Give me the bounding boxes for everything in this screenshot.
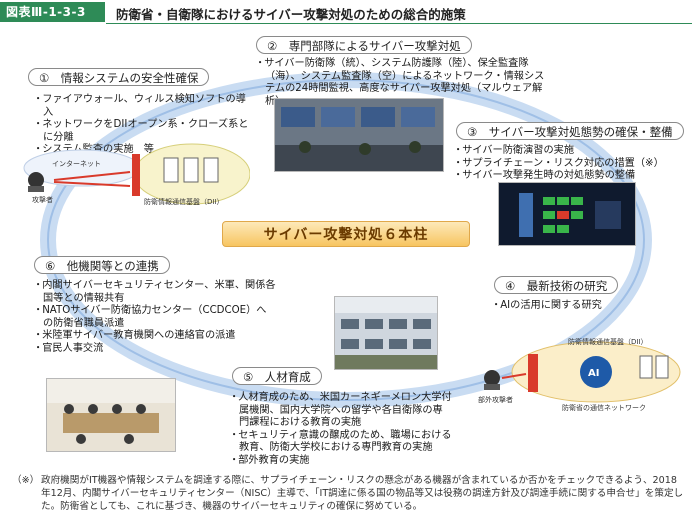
server-icon bbox=[656, 356, 668, 378]
section-5-bullets: 人材育成のため、米国カーネギーメロン大学付属機関、国内大学院への留学や各自衛隊の… bbox=[232, 392, 452, 468]
section-4-bullets: AIの活用に関する研究 bbox=[494, 300, 684, 313]
section-4-bullet: AIの活用に関する研究 bbox=[494, 300, 684, 313]
server-icon bbox=[184, 158, 198, 182]
internet-label: インターネット bbox=[52, 159, 101, 168]
section-6-title: ⑥ 他機関等との連携 bbox=[34, 256, 170, 274]
section-1-title: ① 情報システムの安全性確保 bbox=[28, 68, 209, 86]
section-3-bullets: サイバー防衛演習の実施 サプライチェーン・リスク対応の措置（※） サイバー攻撃発… bbox=[456, 145, 684, 183]
external-attacker-label: 部外攻撃者 bbox=[478, 395, 513, 404]
operations-room-photo bbox=[274, 98, 444, 172]
six-pillars-label: サイバー攻撃対処６本柱 bbox=[222, 221, 470, 247]
attacker-icon bbox=[28, 172, 44, 188]
illustration-ai-dii: 防衛情報通信基盤（DII） AI 部外攻撃者 防衛省の通信ネットワーク bbox=[472, 334, 688, 414]
attacker-label: 攻撃者 bbox=[32, 195, 53, 204]
footnote-mark: （※） bbox=[12, 475, 39, 488]
section-3-title: ③ サイバー攻撃対処態勢の確保・整備 bbox=[456, 122, 684, 140]
section-2-title: ② 専門部隊によるサイバー攻撃対処 bbox=[256, 36, 472, 54]
section-6-bullets: 内閣サイバーセキュリティセンター、米軍、関係各国等との情報共有 NATOサイバー… bbox=[36, 280, 276, 356]
section-5-title: ⑤ 人材育成 bbox=[232, 367, 322, 385]
server-icon bbox=[640, 356, 652, 378]
dii-label: 防衛情報通信基盤（DII） bbox=[568, 337, 648, 346]
section-5-bullet: セキュリティ意識の醸成のため、職場における教育、防衛大学校における専門教育の実施 bbox=[232, 430, 452, 455]
section-6-bullet: 官民人事交流 bbox=[36, 343, 276, 356]
section-5-bullet: 人材育成のため、米国カーネギーメロン大学付属機関、国内大学院への留学や各自衛隊の… bbox=[232, 392, 452, 430]
footnote-text: 政府機関がIT機器や情報システムを調達する際に、サプライチェーン・リスクの懸念が… bbox=[12, 475, 684, 513]
section-3-bullet: サプライチェーン・リスク対応の措置（※） bbox=[456, 158, 684, 171]
section-5-bullet: 部外教育の実施 bbox=[232, 455, 452, 468]
section-3-bullet: サイバー防衛演習の実施 bbox=[456, 145, 684, 158]
section-3-bullet: サイバー攻撃発生時の対処態勢の整備 bbox=[456, 170, 684, 183]
ai-label: AI bbox=[588, 368, 599, 379]
server-icon bbox=[204, 158, 218, 182]
section-1-bullet: ネットワークをDIIオープン系・クローズ系とに分離 bbox=[36, 119, 250, 144]
dii-label: 防衛情報通信基盤（DII） bbox=[144, 197, 224, 206]
meeting-room-photo bbox=[46, 378, 176, 452]
section-4-title: ④ 最新技術の研究 bbox=[494, 276, 618, 294]
firewall-icon bbox=[132, 154, 140, 196]
section-6-bullet: NATOサイバー防衛協力センター（CCDCOE）への防衛省職員派遣 bbox=[36, 305, 276, 330]
footnote: （※） 政府機関がIT機器や情報システムを調達する際に、サプライチェーン・リスク… bbox=[12, 475, 684, 513]
server-icon bbox=[164, 158, 178, 182]
training-class-photo bbox=[334, 296, 438, 370]
illustration-internet-dii: インターネット 攻撃者 防衛情報通信基盤（DII） bbox=[14, 142, 250, 212]
attacker-icon bbox=[484, 370, 500, 386]
section-6-bullet: 米陸軍サイバー教育機関への連絡官の派遣 bbox=[36, 330, 276, 343]
firewall-icon bbox=[528, 354, 538, 392]
exercise-screen-photo bbox=[498, 182, 636, 246]
section-6-bullet: 内閣サイバーセキュリティセンター、米軍、関係各国等との情報共有 bbox=[36, 280, 276, 305]
network-label: 防衛省の通信ネットワーク bbox=[562, 403, 646, 412]
section-1-bullet: ファイアウォール、ウィルス検知ソフトの導入 bbox=[36, 94, 250, 119]
